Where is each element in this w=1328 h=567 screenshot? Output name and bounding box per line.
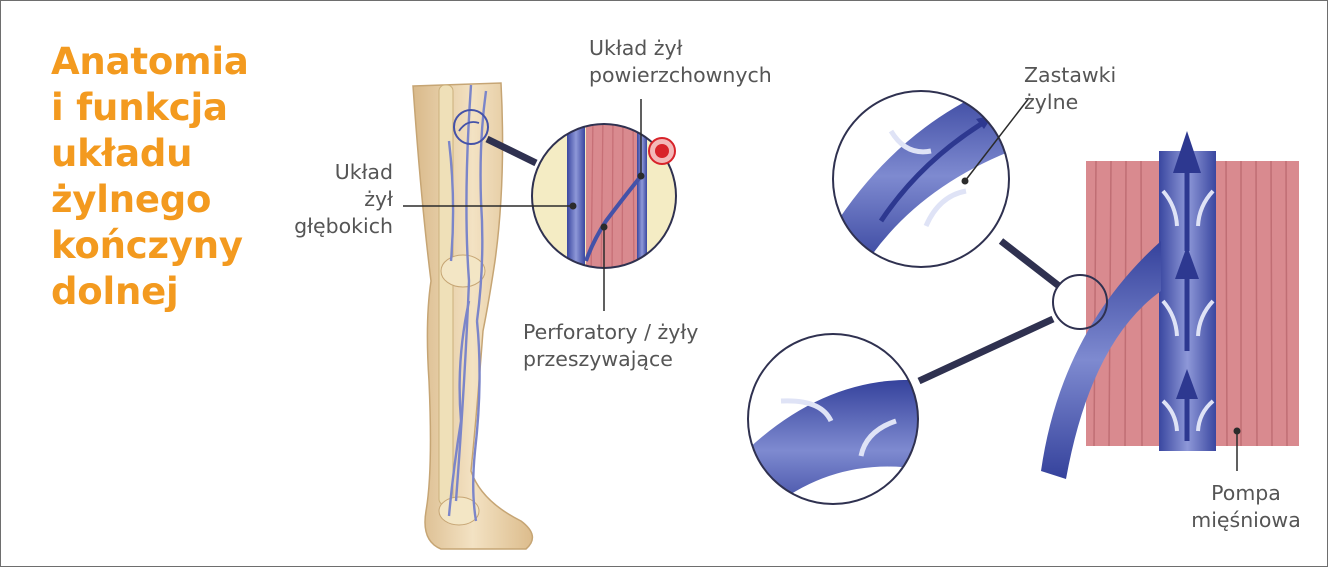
label-superficial-veins: Układ żył powierzchownych [589, 35, 772, 89]
valve-zoom-upper [831, 81, 1011, 271]
label-line: Zastawki [1024, 62, 1116, 89]
label-line: Układ żył [589, 35, 772, 62]
label-line: Układ [271, 159, 393, 186]
title-line: i funkcja [51, 85, 249, 131]
label-line: powierzchownych [589, 62, 772, 89]
vein-marker-icon [649, 138, 675, 164]
valve-connector-upper [1001, 241, 1059, 286]
label-line: Perforatory / żyły [523, 319, 698, 346]
muscle-pump-illustration [1041, 131, 1299, 479]
title-line: kończyny [51, 223, 249, 269]
title-line: układu [51, 131, 249, 177]
label-line: Pompa [1181, 480, 1311, 507]
label-line: żył [271, 186, 393, 213]
label-venous-valves: Zastawki żylne [1024, 62, 1116, 116]
label-deep-veins: Układ żył głębokich [271, 159, 393, 240]
title-line: Anatomia [51, 39, 249, 85]
label-line: przeszywające [523, 346, 698, 373]
valve-zoom-lower [746, 334, 931, 521]
figure-title: Anatomia i funkcja układu żylnego kończy… [51, 39, 249, 315]
title-line: żylnego [51, 177, 249, 223]
label-muscle-pump: Pompa mięśniowa [1181, 480, 1311, 534]
label-line: żylne [1024, 89, 1116, 116]
valve-connector-lower [919, 319, 1053, 381]
label-perforators: Perforatory / żyły przeszywające [523, 319, 698, 373]
label-line: mięśniowa [1181, 507, 1311, 534]
label-line: głębokich [271, 213, 393, 240]
title-line: dolnej [51, 269, 249, 315]
